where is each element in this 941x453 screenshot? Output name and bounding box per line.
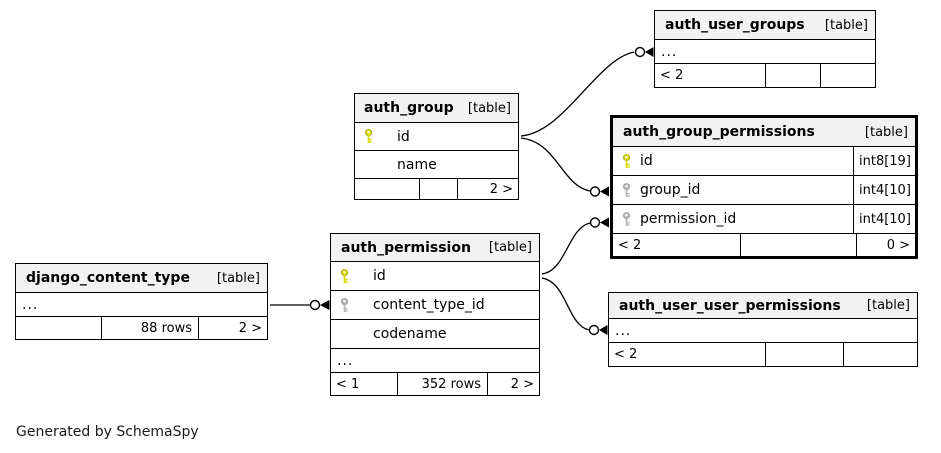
footer-parents-count: 0 > [856, 234, 915, 256]
foreign-key-icon [623, 211, 630, 226]
primary-key-icon [341, 268, 348, 283]
table-footer: 88 rows 2 > [16, 316, 267, 339]
footer-children-count [16, 317, 101, 339]
table-node-auth-user-groups[interactable]: auth_user_groups [table] ... < 2 [654, 10, 876, 88]
edge-authgroup-to-authgrouppermissions [520, 137, 609, 197]
table-type-tag: [table] [864, 124, 908, 140]
table-type-tag: [table] [488, 240, 532, 255]
foreign-key-icon [623, 182, 630, 197]
table-footer: < 2 [655, 63, 875, 87]
footer-children-count: < 2 [618, 237, 642, 253]
table-name[interactable]: auth_user_user_permissions [619, 297, 841, 314]
footer-rows-count [765, 343, 843, 366]
column-name: id [373, 268, 386, 284]
table-type-tag: [table] [467, 100, 511, 116]
column-type: int8[19] [853, 147, 915, 175]
footer-rows-count [765, 64, 820, 87]
column-type: int4[10] [853, 205, 915, 233]
column-row-permission-id: permission_id int4[10] [613, 204, 915, 233]
table-footer: < 1 352 rows 2 > [331, 372, 539, 395]
edge-authgroup-to-authusergroups [520, 46, 654, 137]
table-node-django-content-type[interactable]: django_content_type [table] ... 88 rows … [15, 263, 268, 340]
column-name: content_type_id [373, 297, 485, 313]
column-row-group-id: group_id int4[10] [613, 175, 915, 204]
footer-parents-count [820, 64, 875, 87]
footer-children-count [355, 179, 419, 199]
footer-rows-count [740, 234, 856, 256]
hidden-columns-ellipsis: ... [331, 348, 539, 372]
table-header: auth_user_user_permissions [table] [609, 293, 917, 318]
table-header: auth_group [table] [355, 94, 518, 122]
column-type: int4[10] [853, 176, 915, 204]
table-type-tag: [table] [866, 298, 910, 313]
table-footer: < 2 [609, 342, 917, 366]
table-type-tag: [table] [824, 17, 868, 33]
table-name[interactable]: auth_user_groups [665, 17, 805, 33]
column-name: id [397, 128, 410, 145]
column-row-codename: codename [331, 319, 539, 348]
footer-children-count: < 1 [336, 376, 360, 392]
table-node-auth-user-user-permissions[interactable]: auth_user_user_permissions [table] ... <… [608, 292, 918, 367]
footer-parents-count: 2 > [487, 373, 539, 395]
table-footer: < 2 0 > [613, 233, 915, 256]
table-header: auth_user_groups [table] [655, 11, 875, 39]
footer-rows-count: 88 rows [101, 317, 198, 339]
footer-children-count: < 2 [614, 347, 638, 362]
table-type-tag: [table] [216, 270, 260, 286]
table-header: auth_permission [table] [331, 234, 539, 261]
edge-djangocontenttype-to-authpermission [270, 299, 330, 311]
column-name: id [640, 153, 653, 169]
table-node-auth-group[interactable]: auth_group [table] id name 2 > [354, 93, 519, 200]
table-name[interactable]: auth_group [364, 100, 454, 116]
primary-key-icon [365, 129, 372, 143]
generated-by-note: Generated by SchemaSpy [16, 424, 199, 440]
column-row-id: id int8[19] [613, 146, 915, 175]
table-name[interactable]: django_content_type [26, 270, 190, 286]
footer-parents-count [843, 343, 917, 366]
column-name: name [397, 156, 437, 173]
column-name: group_id [640, 182, 701, 198]
edge-authpermission-to-authuseruserpermissions [541, 277, 608, 336]
column-row-id: id [331, 261, 539, 290]
column-name: codename [373, 326, 447, 342]
column-name: permission_id [640, 211, 737, 227]
edge-authpermission-to-authgrouppermissions [541, 217, 609, 275]
table-header: auth_group_permissions [table] [613, 118, 915, 146]
foreign-key-icon [341, 297, 348, 312]
footer-parents-count: 2 > [198, 317, 267, 339]
hidden-columns-ellipsis: ... [16, 292, 267, 316]
hidden-columns-ellipsis: ... [655, 39, 875, 63]
table-name[interactable]: auth_permission [341, 239, 471, 256]
footer-parents-count: 2 > [457, 179, 518, 199]
table-node-auth-permission[interactable]: auth_permission [table] id content_type_… [330, 233, 540, 396]
primary-key-icon [623, 153, 630, 168]
column-row-content-type-id: content_type_id [331, 290, 539, 319]
footer-rows-count: 352 rows [397, 373, 487, 395]
table-node-auth-group-permissions[interactable]: auth_group_permissions [table] id int8[1… [610, 115, 918, 259]
table-footer: 2 > [355, 178, 518, 199]
column-row-id: id [355, 122, 518, 150]
footer-rows-count [419, 179, 457, 199]
table-name[interactable]: auth_group_permissions [623, 124, 815, 140]
table-header: django_content_type [table] [16, 264, 267, 292]
column-row-name: name [355, 150, 518, 178]
hidden-columns-ellipsis: ... [609, 318, 917, 342]
footer-children-count: < 2 [660, 68, 684, 83]
